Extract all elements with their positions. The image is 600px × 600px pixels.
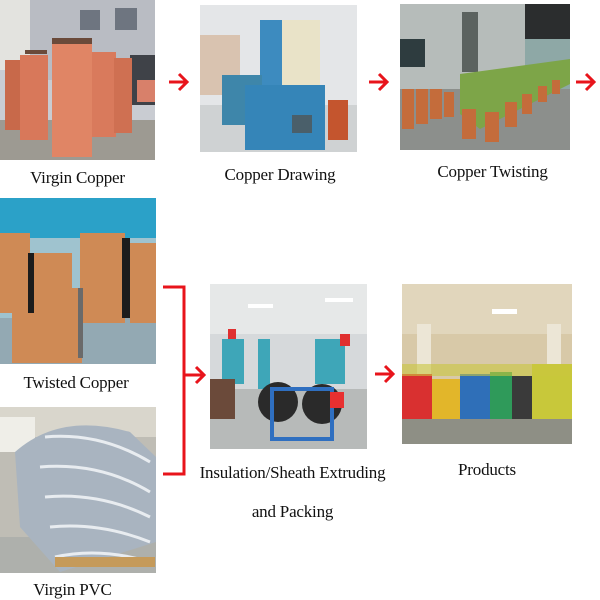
copper-twisting-label: Copper Twisting bbox=[437, 162, 548, 181]
extruding-label-line2: and Packing bbox=[251, 502, 334, 521]
twisted-copper-photo bbox=[0, 198, 156, 364]
twisted-copper-label: Twisted Copper bbox=[23, 373, 129, 392]
bracket-arrow-icon bbox=[160, 284, 210, 478]
copper-drawing-label: Copper Drawing bbox=[224, 165, 336, 184]
products-photo bbox=[402, 284, 572, 444]
virgin-pvc-photo bbox=[0, 407, 156, 573]
extruding-photo bbox=[210, 284, 367, 449]
extruding-label-line1: Insulation/Sheath Extruding bbox=[199, 463, 386, 482]
copper-drawing-photo bbox=[200, 5, 357, 152]
copper-twisting-photo bbox=[400, 4, 570, 150]
products-label: Products bbox=[458, 460, 516, 479]
arrow-right-icon bbox=[168, 71, 190, 93]
arrow-right-icon bbox=[368, 71, 390, 93]
virgin-pvc-label: Virgin PVC bbox=[33, 580, 112, 599]
arrow-right-icon bbox=[575, 71, 597, 93]
arrow-right-icon bbox=[374, 363, 396, 385]
virgin-copper-photo bbox=[0, 0, 155, 160]
virgin-copper-label: Virgin Copper bbox=[30, 168, 125, 187]
